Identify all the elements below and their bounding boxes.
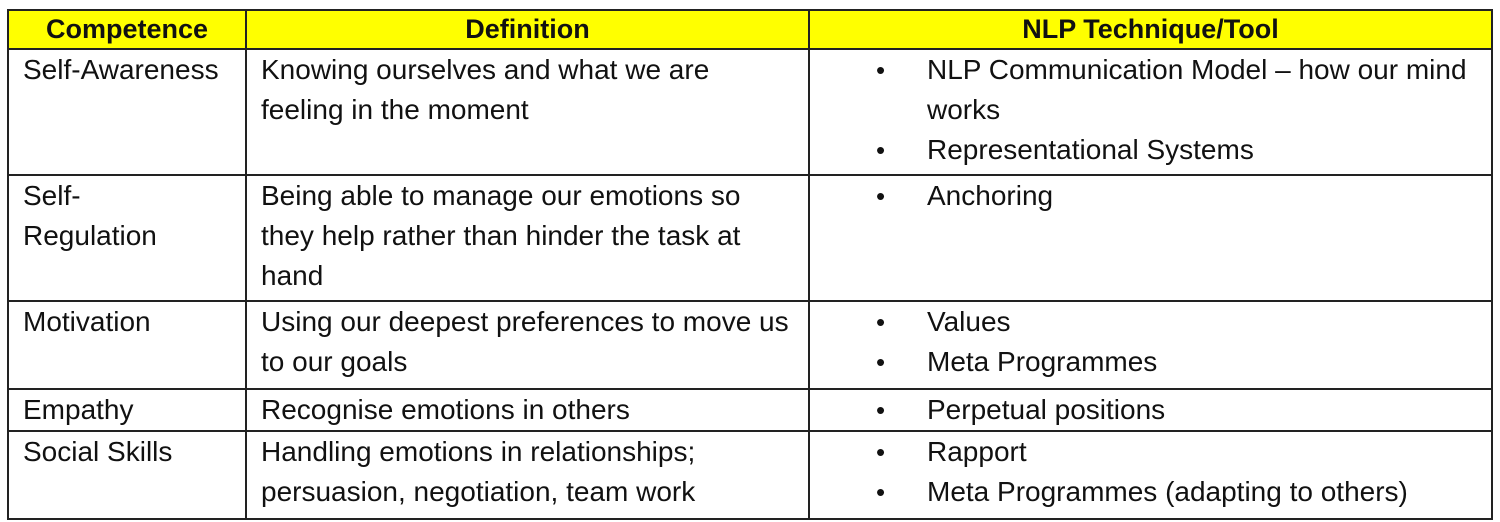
tools-cell: • Rapport • Meta Programmes (adapting to o…	[808, 430, 1493, 520]
list-item: • Rapport	[810, 432, 1491, 472]
list-item: • Representational Systems	[810, 130, 1491, 170]
header-row: Competence Definition NLP Technique/Tool	[7, 9, 1493, 50]
competence-cell: Motivation	[7, 300, 247, 390]
header-competence: Competence	[7, 9, 247, 50]
bullet-icon: •	[876, 181, 886, 211]
header-technique-tool: NLP Technique/Tool	[808, 9, 1493, 50]
definition-cell: Handling emotions in relationships; pers…	[245, 430, 810, 520]
tool-list: • Rapport • Meta Programmes (adapting to o…	[810, 432, 1491, 512]
tools-cell: • Perpetual positions	[808, 388, 1493, 432]
tool-label: Perpetual positions	[927, 394, 1166, 425]
competence-table: Competence Definition NLP Technique/Tool…	[7, 9, 1493, 520]
tools-cell: • NLP Communication Model – how our mind …	[808, 48, 1493, 176]
bullet-icon: •	[876, 477, 886, 507]
competence-cell: Self-Regulation	[7, 174, 247, 302]
header-definition: Definition	[245, 9, 810, 50]
tool-label: Values	[927, 306, 1011, 337]
bullet-icon: •	[876, 135, 886, 165]
table-row: Social Skills Handling emotions in relat…	[7, 430, 1493, 520]
list-item: • Anchoring	[810, 176, 1491, 216]
bullet-icon: •	[876, 307, 886, 337]
table-row: Empathy Recognise emotions in others • Pe…	[7, 388, 1493, 432]
table-row: Self-Awareness Knowing ourselves and wha…	[7, 48, 1493, 176]
tool-list: • Values • Meta Programmes	[810, 302, 1491, 382]
list-item: • Values	[810, 302, 1491, 342]
definition-cell: Using our deepest preferences to move us…	[245, 300, 810, 390]
definition-cell: Knowing ourselves and what we are feelin…	[245, 48, 810, 176]
bullet-icon: •	[876, 437, 886, 467]
list-item: • Meta Programmes	[810, 342, 1491, 382]
tool-label: Anchoring	[927, 180, 1054, 211]
definition-cell: Recognise emotions in others	[245, 388, 810, 432]
table-row: Motivation Using our deepest preferences…	[7, 300, 1493, 390]
competence-cell: Empathy	[7, 388, 247, 432]
tools-cell: • Anchoring	[808, 174, 1493, 302]
tool-list: • Anchoring	[810, 176, 1491, 216]
list-item: • Meta Programmes (adapting to others)	[810, 472, 1491, 512]
tool-list: • Perpetual positions	[810, 390, 1491, 430]
tool-label: Meta Programmes	[927, 346, 1158, 377]
definition-cell: Being able to manage our emotions so the…	[245, 174, 810, 302]
tool-label: Meta Programmes (adapting to others)	[927, 476, 1408, 507]
bullet-icon: •	[876, 55, 886, 85]
tool-label: NLP Communication Model – how our mind w…	[927, 54, 1467, 125]
competence-cell: Self-Awareness	[7, 48, 247, 176]
tool-label: Representational Systems	[927, 134, 1254, 165]
list-item: • NLP Communication Model – how our mind …	[810, 50, 1491, 130]
bullet-icon: •	[876, 395, 886, 425]
list-item: • Perpetual positions	[810, 390, 1491, 430]
competence-table-container: Competence Definition NLP Technique/Tool…	[7, 9, 1493, 520]
tools-cell: • Values • Meta Programmes	[808, 300, 1493, 390]
table-row: Self-Regulation Being able to manage our…	[7, 174, 1493, 302]
tool-list: • NLP Communication Model – how our mind …	[810, 50, 1491, 170]
tool-label: Rapport	[927, 436, 1027, 467]
competence-cell: Social Skills	[7, 430, 247, 520]
bullet-icon: •	[876, 347, 886, 377]
